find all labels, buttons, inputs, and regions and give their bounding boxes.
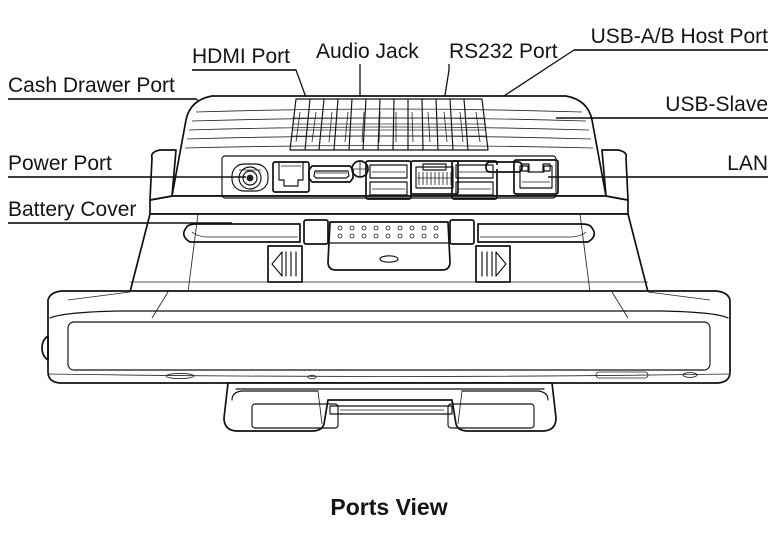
base-slab xyxy=(47,290,731,384)
speaker-grille-panel xyxy=(327,221,451,271)
base-vent-left xyxy=(165,372,195,380)
label-audio-jack: Audio Jack xyxy=(316,40,419,63)
label-lan: LAN xyxy=(727,152,768,175)
battery-cover-right[interactable] xyxy=(477,223,596,243)
battery-cover-left[interactable] xyxy=(182,223,301,243)
usb-host-port-right[interactable] xyxy=(451,160,498,200)
lower-shell xyxy=(129,213,649,293)
audio-jack[interactable] xyxy=(351,160,369,178)
figure-caption: Ports View xyxy=(330,494,447,520)
stand-foot xyxy=(223,382,557,432)
base-inset-panel xyxy=(67,321,711,371)
base-vent-right xyxy=(682,372,698,378)
base-slot-right xyxy=(595,371,649,379)
base-dot xyxy=(307,374,317,380)
lower-seams xyxy=(130,213,648,293)
label-usb-ab-host-port: USB-A/B Host Port xyxy=(591,25,769,48)
left-flare xyxy=(149,149,177,201)
label-power-port: Power Port xyxy=(8,152,112,175)
device-body xyxy=(41,95,731,432)
label-rs232-port: RS232 Port xyxy=(449,40,558,63)
label-battery-cover: Battery Cover xyxy=(8,198,136,221)
label-hdmi-port: HDMI Port xyxy=(192,45,290,68)
center-block-right xyxy=(449,219,475,245)
vent-grille xyxy=(289,98,489,151)
base-left-nub xyxy=(41,335,49,361)
base-top-seam xyxy=(49,310,729,319)
label-cash-drawer-port: Cash Drawer Port xyxy=(8,74,175,97)
grille-dots xyxy=(337,225,439,239)
center-block-left xyxy=(303,219,329,245)
right-flare xyxy=(601,149,629,201)
body-to-base-seams xyxy=(67,291,711,319)
callout-labels: Cash Drawer Port HDMI Port Audio Jack RS… xyxy=(8,25,769,224)
label-usb-slave: USB-Slave xyxy=(665,93,768,116)
base-bottom-seam xyxy=(47,373,731,377)
hdmi-port[interactable] xyxy=(308,165,354,183)
